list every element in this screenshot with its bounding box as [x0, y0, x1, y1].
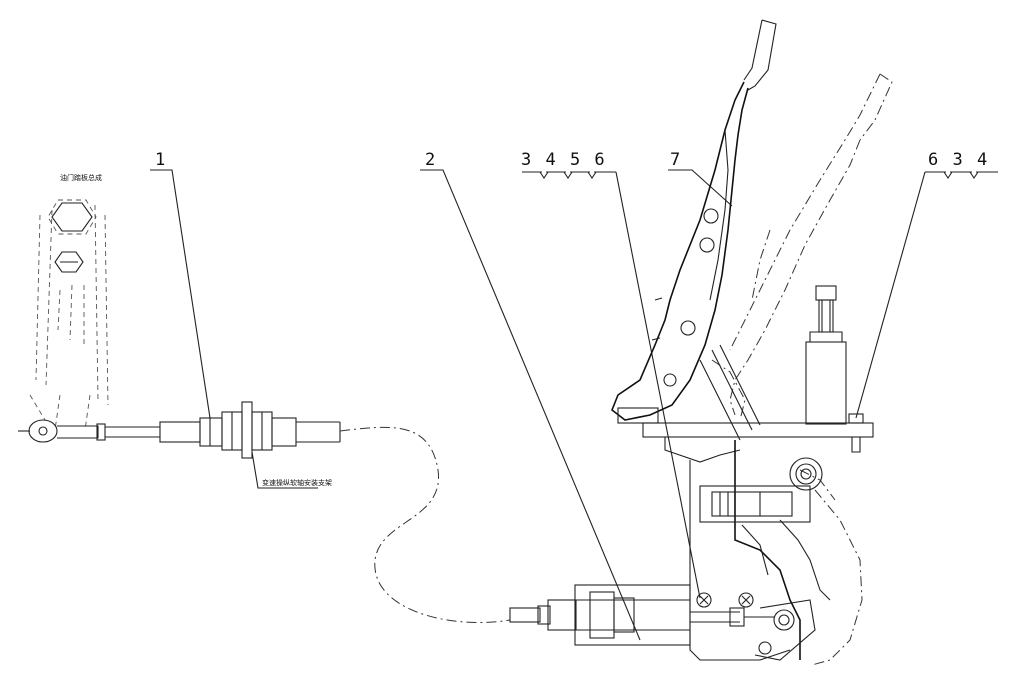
left-cable-fittings	[105, 401, 341, 459]
pedal-pivot	[699, 344, 761, 441]
leader-7	[668, 169, 733, 207]
pedal-arm	[611, 19, 777, 421]
callout-3456: 3 4 5 6	[521, 150, 607, 170]
flexible-cable	[339, 426, 511, 623]
leader-2	[420, 169, 641, 641]
note-left-top: 油门踏板总成	[60, 173, 102, 182]
left-dashed-pedal-ghost	[29, 204, 109, 431]
bolt-634	[848, 413, 864, 453]
callout-7: 7	[670, 150, 680, 170]
callout-2: 2	[425, 150, 435, 170]
pedal-ghost	[711, 73, 893, 666]
note-leader-left-bottom	[251, 451, 318, 489]
leader-1	[150, 169, 211, 419]
callout-634: 6 3 4	[928, 150, 989, 170]
left-rod-end	[18, 419, 106, 443]
base-plate	[617, 407, 874, 438]
leader-3456	[522, 171, 701, 599]
leader-634	[855, 171, 998, 419]
note-left-bottom: 变速操纵软轴安装支架	[262, 478, 332, 487]
left-hex-nuts	[47, 199, 97, 273]
lower-linkage	[509, 584, 816, 661]
adjusting-post	[805, 285, 847, 425]
callout-1: 1	[155, 150, 165, 170]
